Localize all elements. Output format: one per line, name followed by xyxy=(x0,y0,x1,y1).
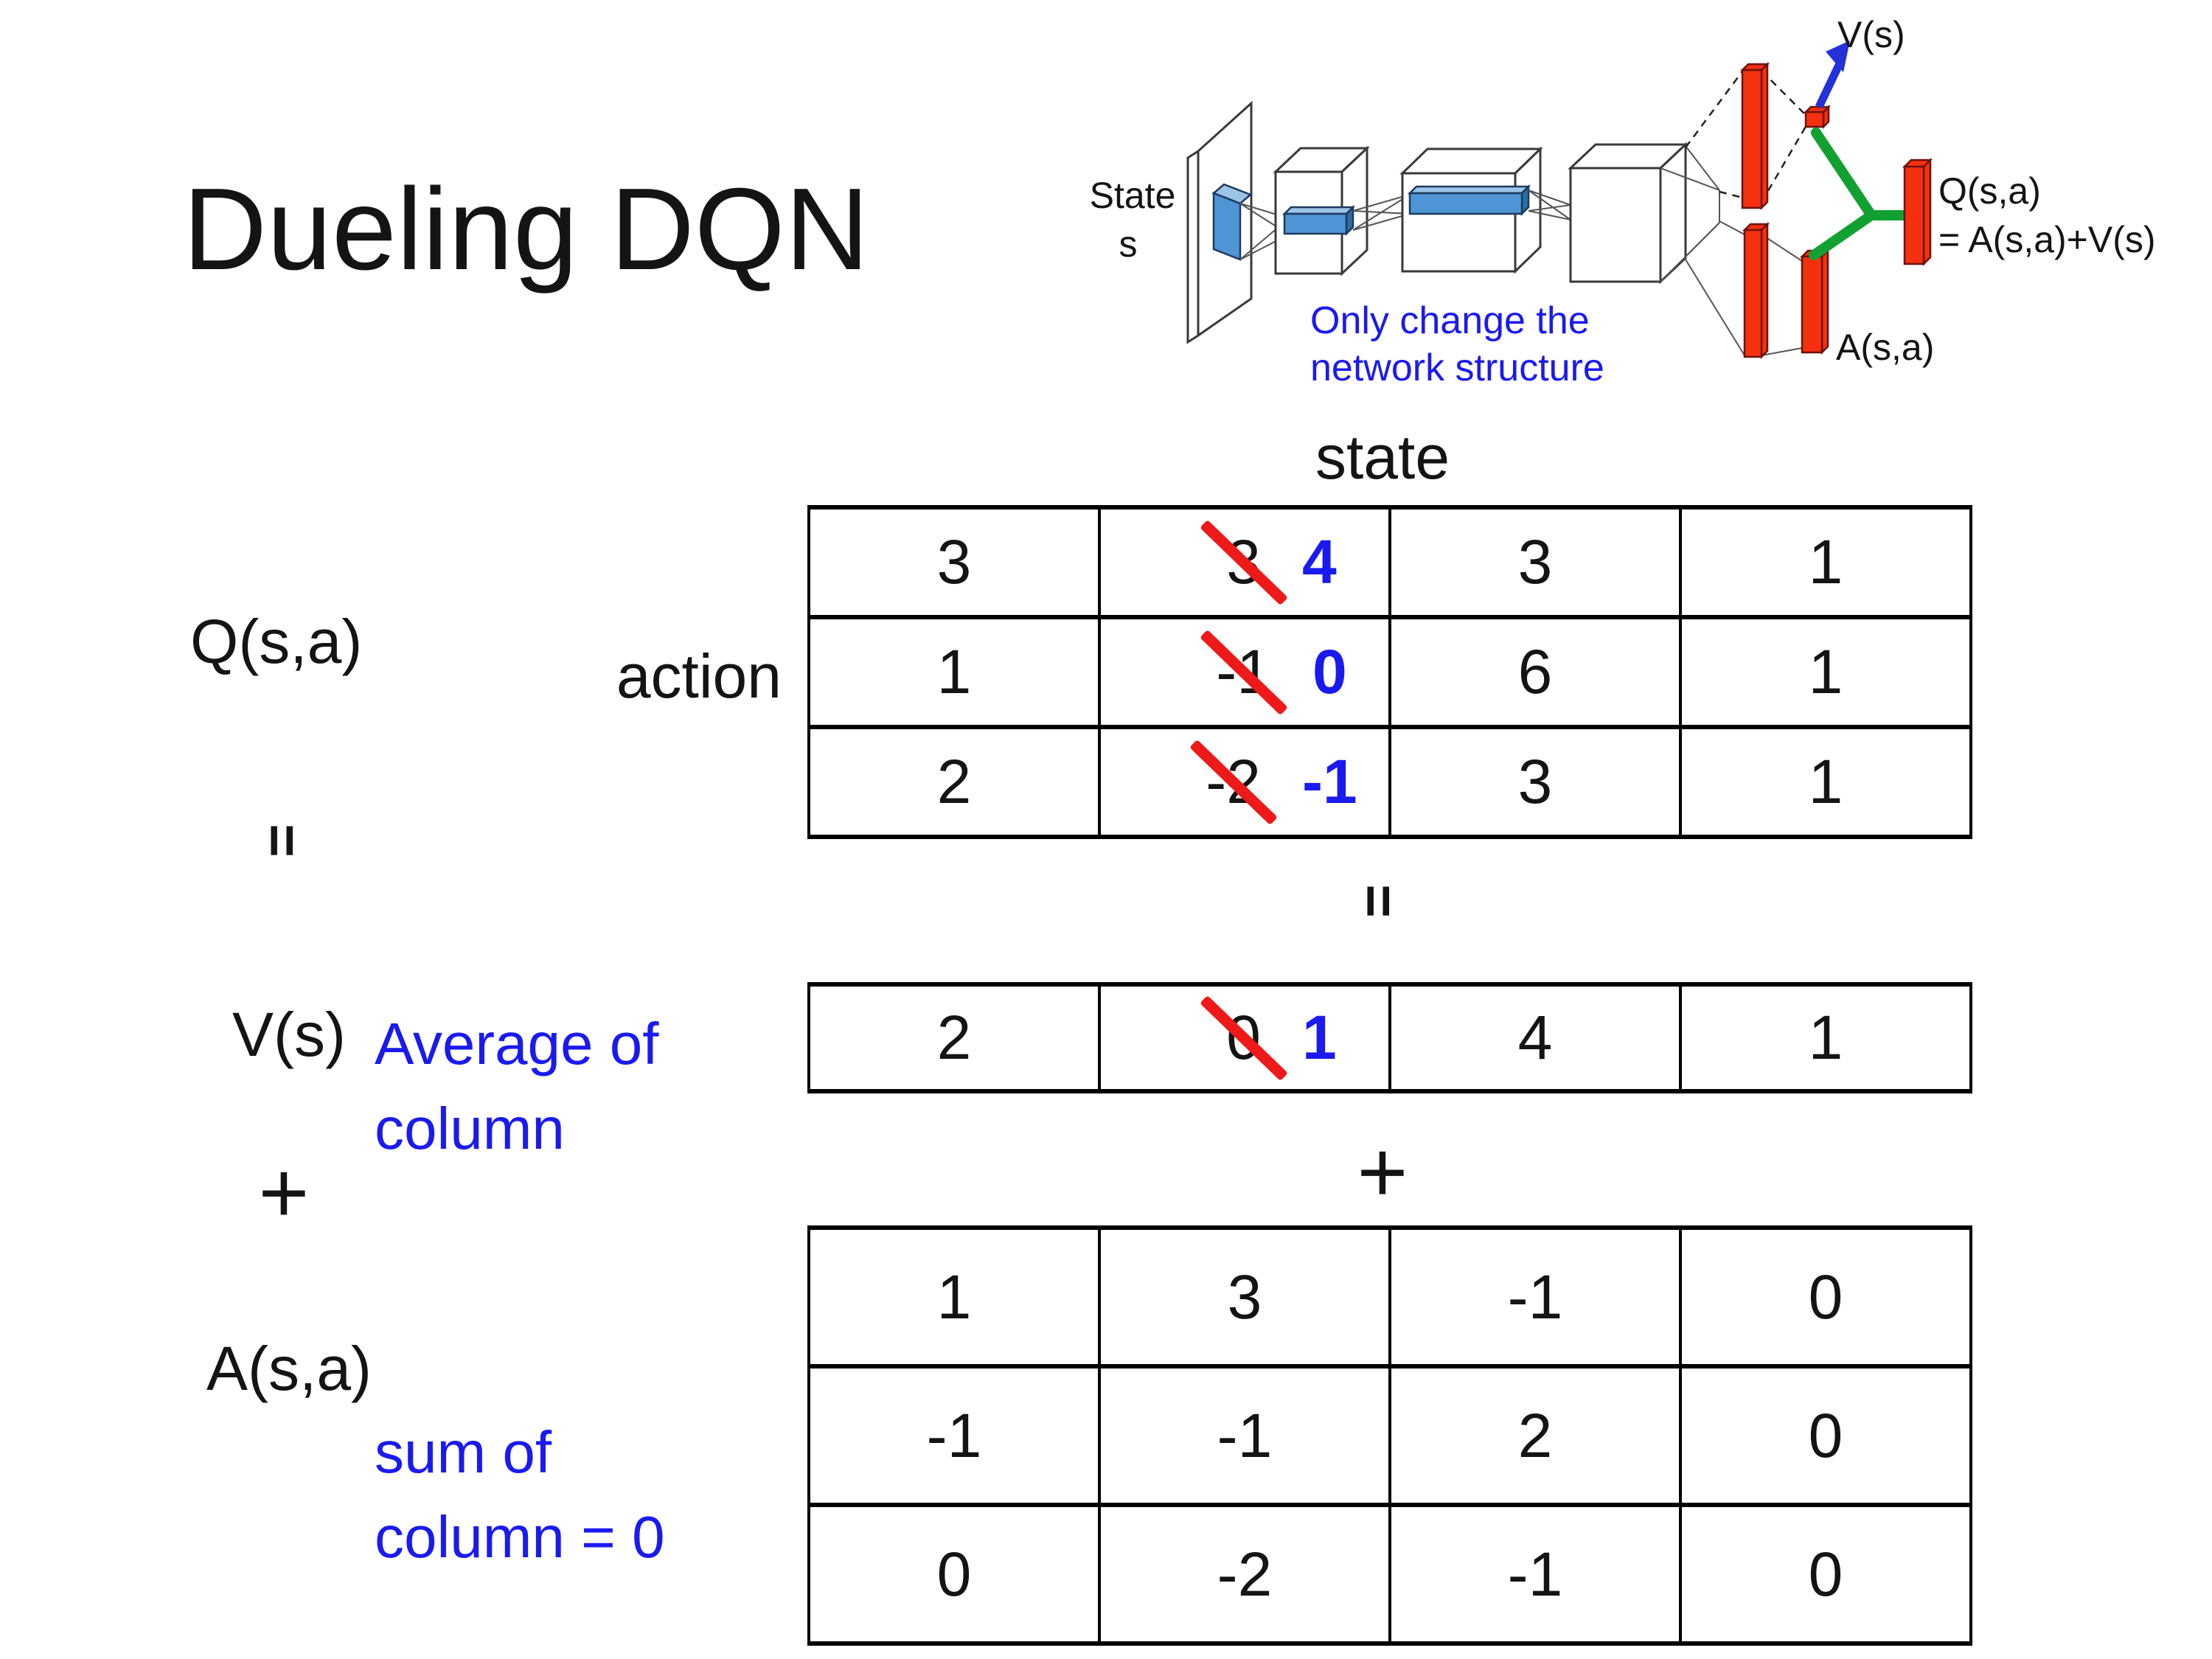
corrected-new-value: 0 xyxy=(1312,637,1347,706)
diagram-state-label-line1: State xyxy=(1090,175,1176,216)
state-header: state xyxy=(1315,422,1450,492)
red-strike-line xyxy=(1199,995,1288,1081)
value-note: Average of column xyxy=(375,1001,658,1171)
table-cell: -2 -1 xyxy=(1098,725,1391,839)
v-matrix-label: V(s) xyxy=(232,1000,346,1069)
struck-old-value: -2 xyxy=(1189,739,1278,825)
table-cell: -1 0 xyxy=(1098,615,1391,729)
table-cell: 3 xyxy=(807,505,1101,619)
aggregation-links xyxy=(1809,128,1908,260)
action-header: action xyxy=(616,641,782,711)
red-strike-line xyxy=(1199,519,1288,605)
value-node xyxy=(1803,104,1832,130)
diagram-a-output-label: A(s,a) xyxy=(1836,327,1934,368)
table-cell: 2 xyxy=(1388,1364,1682,1507)
table-cell: -1 xyxy=(1098,1364,1391,1507)
table-cell: -2 xyxy=(1098,1503,1391,1646)
table-cell: 1 xyxy=(807,615,1101,729)
diagram-note-line1: Only change the xyxy=(1310,299,1590,342)
struck-old-value: -1 xyxy=(1199,629,1288,715)
plus-left: + xyxy=(258,1144,310,1242)
table-cell: 1 xyxy=(1679,615,1972,729)
table-cell: 0 xyxy=(807,1503,1101,1646)
dueling-network-diagram: State s V(s) Q(s,a) = A(s,a)+V(s) A(s,a)… xyxy=(1090,14,2156,389)
advantage-note-line1: sum of xyxy=(375,1419,552,1485)
corrected-new-value: 4 xyxy=(1302,527,1337,597)
feature-bar-2 xyxy=(1407,184,1531,217)
table-cell: 1 xyxy=(1679,982,1972,1093)
value-arrow xyxy=(1815,41,1850,109)
table-cell: 2 xyxy=(807,725,1101,839)
struck-old-value: 3 xyxy=(1199,519,1288,605)
table-cell: -1 xyxy=(1388,1225,1682,1368)
diagram-state-label-line2: s xyxy=(1119,223,1138,265)
q-matrix-label: Q(s,a) xyxy=(190,607,363,676)
slide-title: Dueling DQN xyxy=(183,164,869,294)
advantage-note: sum of column = 0 xyxy=(375,1410,665,1579)
value-stream-dashed-lines xyxy=(1684,70,1808,203)
q-output-bar xyxy=(1902,157,1933,267)
diagram-q-output-label-line1: Q(s,a) xyxy=(1938,170,2041,212)
a-matrix-label: A(s,a) xyxy=(206,1334,372,1403)
fan-lines-3 xyxy=(1528,189,1571,220)
table-cell: 0 xyxy=(1679,1364,1972,1507)
red-strike-line xyxy=(1189,739,1278,825)
feature-bar-1 xyxy=(1281,204,1356,237)
table-cell: 3 xyxy=(1388,725,1682,839)
advantage-note-line2: column = 0 xyxy=(375,1504,665,1570)
diagram-q-output-label-line2: = A(s,a)+V(s) xyxy=(1938,219,2156,260)
table-cell: 0 xyxy=(1679,1225,1972,1368)
plus-mid: + xyxy=(1357,1124,1408,1221)
fan-lines-2 xyxy=(1352,194,1411,231)
conv-patch xyxy=(1211,183,1253,261)
value-note-line1: Average of xyxy=(375,1011,659,1077)
red-strike-line xyxy=(1199,629,1288,715)
advantage-vector xyxy=(1799,248,1831,355)
table-cell: 3 xyxy=(1388,505,1682,619)
table-cell: -1 xyxy=(1388,1503,1682,1646)
conv-box-2 xyxy=(1399,146,1543,274)
table-cell: 1 xyxy=(1679,505,1972,619)
diagram-note-line2: network structure xyxy=(1310,347,1604,389)
corrected-new-value: -1 xyxy=(1302,747,1357,816)
value-note-line2: column xyxy=(375,1096,565,1161)
struck-old-value: 0 xyxy=(1199,995,1288,1081)
equals-left: = xyxy=(250,824,316,858)
diagram-v-output-label: V(s) xyxy=(1837,14,1905,55)
equals-mid: = xyxy=(1346,884,1412,918)
table-cell: 2 xyxy=(807,982,1101,1093)
table-cell: 3 xyxy=(1098,1225,1391,1368)
advantage-stream-lines xyxy=(1685,220,1803,356)
fc-red-bar-top xyxy=(1739,61,1770,211)
table-cell: -1 xyxy=(807,1364,1101,1507)
table-cell: 6 xyxy=(1388,615,1682,729)
corrected-new-value: 1 xyxy=(1302,1003,1337,1072)
table-cell: 0 xyxy=(1679,1503,1972,1646)
fc-box xyxy=(1568,142,1720,285)
table-cell: 1 xyxy=(1679,725,1972,839)
fc-red-bar-bottom xyxy=(1742,221,1770,360)
table-cell: 1 xyxy=(807,1225,1101,1368)
table-cell: 4 xyxy=(1388,982,1682,1093)
